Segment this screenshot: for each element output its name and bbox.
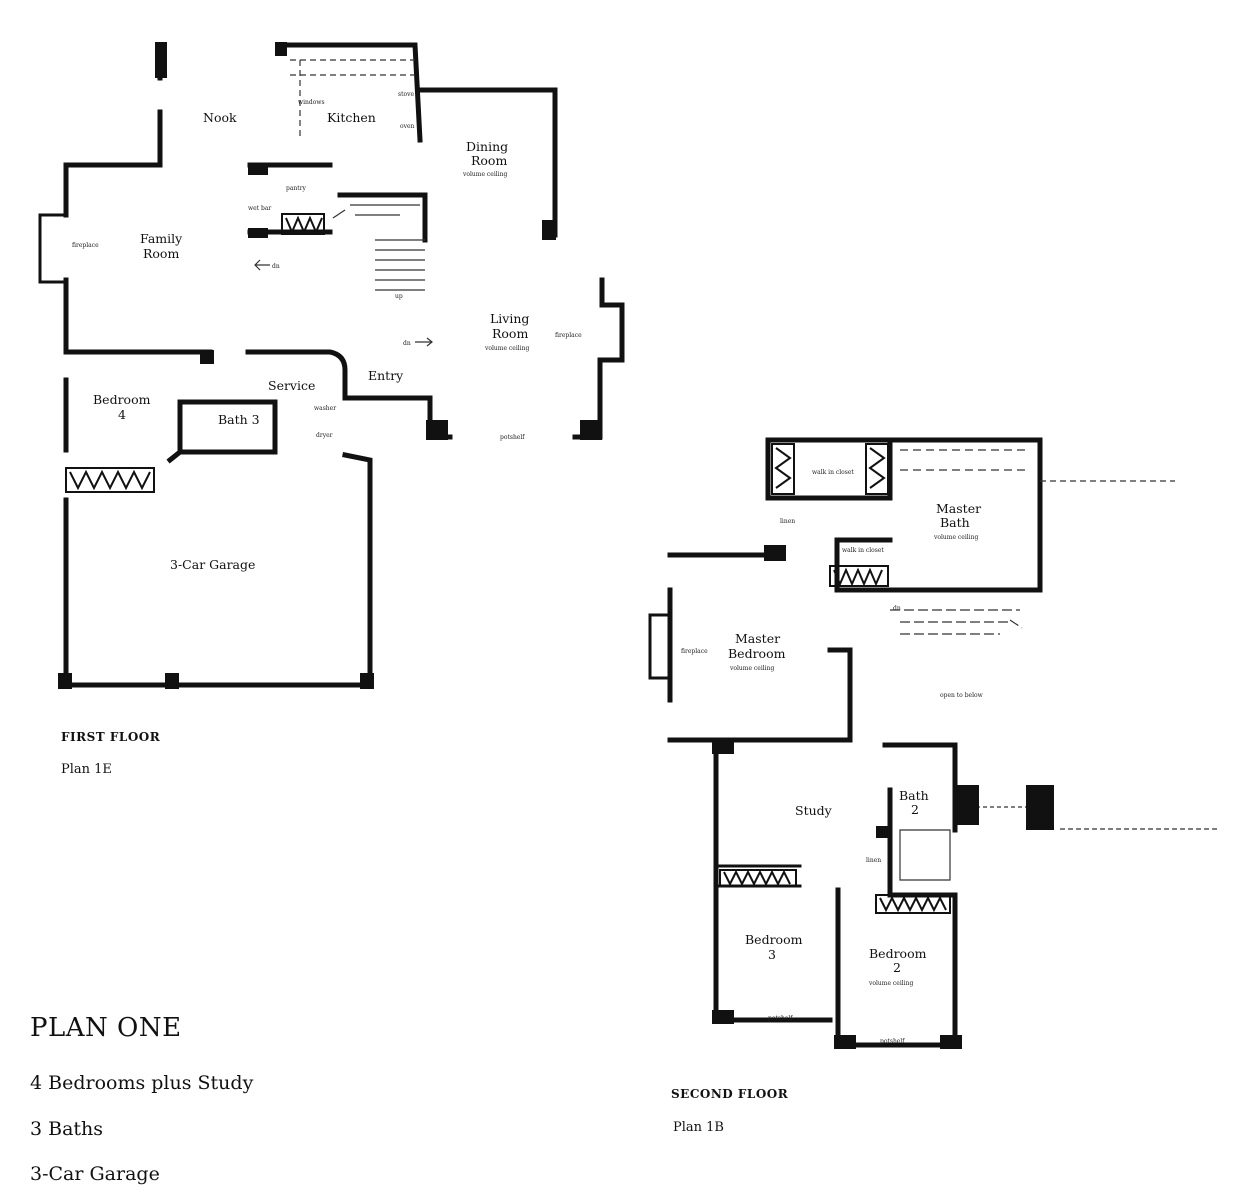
label-dining-note: volume ceiling (462, 171, 507, 178)
closet-hatching (65, 213, 951, 914)
first-floor-plan: Plan 1E (61, 762, 112, 777)
label-garage: 3-Car Garage (170, 557, 255, 572)
label-bath2-2: 2 (911, 802, 919, 817)
label-walk-in-closet-1: walk in closet (812, 469, 854, 476)
label-entry: Entry (368, 368, 404, 383)
label-master-bed-2: Bedroom (728, 646, 786, 661)
label-bedroom4-2: 4 (118, 407, 126, 422)
first-floor-caption: FIRST FLOOR (61, 730, 161, 744)
label-master-bath-note: volume ceiling (933, 534, 978, 541)
label-bath3: Bath 3 (218, 412, 260, 427)
label-dryer: dryer (316, 432, 333, 439)
label-potshelf-3: potshelf (880, 1038, 905, 1045)
label-dining-1: Dining (466, 139, 508, 154)
label-study: Study (795, 803, 833, 818)
label-bath2-1: Bath (899, 788, 929, 803)
label-potshelf-2: potshelf (768, 1015, 793, 1022)
label-family-fireplace: fireplace (72, 242, 99, 249)
label-living-1: Living (490, 311, 529, 326)
label-bedroom2-note: volume ceiling (868, 980, 913, 987)
label-living-note: volume ceiling (484, 345, 529, 352)
label-stove: stove (398, 91, 414, 98)
label-washer: washer (314, 405, 336, 412)
label-bedroom2-1: Bedroom (869, 946, 927, 961)
label-master-bed-1: Master (735, 631, 780, 646)
label-master-bath-1: Master (936, 501, 981, 516)
label-pantry: pantry (286, 185, 307, 192)
label-bedroom2-2: 2 (893, 960, 901, 975)
feature-bedrooms: 4 Bedrooms plus Study (30, 1072, 254, 1094)
label-dn-1: dn (272, 263, 280, 270)
second-floor-plan: Plan 1B (673, 1120, 724, 1135)
label-master-fireplace: fireplace (681, 648, 708, 655)
label-family-1: Family (140, 231, 183, 246)
plan-title: PLAN ONE (30, 1013, 182, 1043)
label-kitchen: Kitchen (327, 110, 376, 125)
label-service: Service (268, 378, 315, 393)
label-dn-3: dn (893, 605, 901, 612)
label-windows: windows (298, 99, 325, 106)
label-open-below: open to below (940, 692, 984, 699)
fixtures (254, 59, 1220, 881)
label-dining-2: Room (471, 153, 507, 168)
label-potshelf-1: potshelf (500, 434, 525, 441)
label-walk-in-closet-2: walk in closet (842, 547, 884, 554)
label-up: up (395, 293, 403, 300)
feature-garage: 3-Car Garage (30, 1163, 160, 1185)
label-oven: oven (400, 123, 415, 130)
wall-blocks (58, 42, 1054, 1049)
label-nook: Nook (203, 110, 237, 125)
second-floor-caption: SECOND FLOOR (671, 1087, 789, 1101)
label-dn-2: dn (403, 340, 411, 347)
label-linen-2: linen (866, 857, 881, 864)
feature-baths: 3 Baths (30, 1118, 104, 1140)
label-master-bed-note: volume ceiling (729, 665, 774, 672)
label-bedroom4-1: Bedroom (93, 392, 151, 407)
label-bedroom3-1: Bedroom (745, 932, 803, 947)
label-bedroom3-2: 3 (768, 947, 776, 962)
label-living-fireplace: fireplace (555, 332, 582, 339)
label-wet-bar: wet bar (248, 205, 271, 212)
label-linen-1: linen (780, 518, 795, 525)
label-family-2: Room (143, 246, 179, 261)
room-labels: Nook Kitchen Dining Room volume ceiling … (72, 91, 984, 1045)
label-living-2: Room (492, 326, 528, 341)
label-master-bath-2: Bath (940, 515, 970, 530)
